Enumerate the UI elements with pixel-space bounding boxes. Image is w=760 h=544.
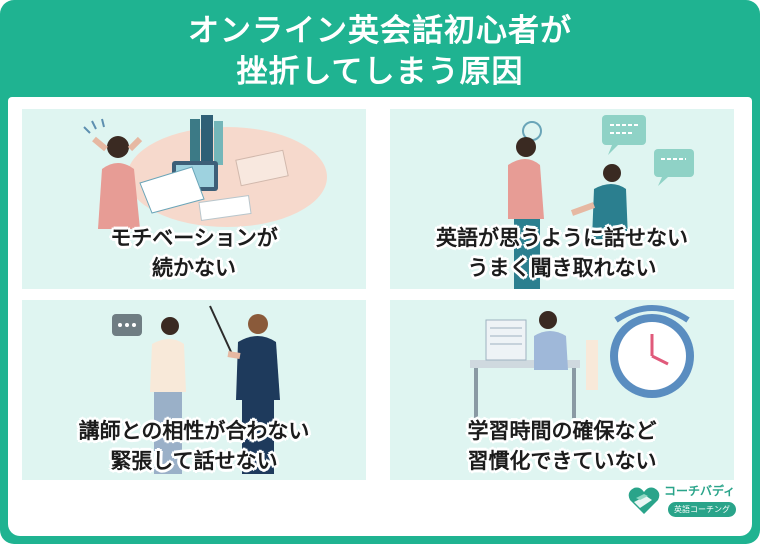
caption-line-1: 講師との相性が合わない (78, 419, 310, 443)
caption-line-1: モチベーションが (110, 226, 278, 250)
page-title: オンライン英会話初心者が 挫折してしまう原因 (0, 10, 760, 94)
title-line-2: 挫折してしまう原因 (236, 54, 524, 90)
card-caption: モチベーションが 続かない (22, 223, 366, 283)
teacher-student-illustration (112, 305, 280, 474)
heart-logo-icon (628, 487, 660, 514)
card-caption: 英語が思うように話せない うまく聞き取れない (390, 223, 734, 283)
conversation-illustration (508, 115, 694, 289)
caption-line-1: 英語が思うように話せない (436, 226, 688, 250)
logo-name: コーチバディ (664, 484, 736, 498)
logo-tagline: 英語コーチング (668, 502, 736, 517)
caption-line-2: 緊張して話せない (110, 449, 278, 473)
frustrated-student-illustration (83, 115, 327, 229)
reason-card-habit: 学習時間の確保など 習慣化できていない (390, 300, 734, 480)
card-caption: 講師との相性が合わない 緊張して話せない (22, 416, 366, 476)
reason-card-motivation: モチベーションが 続かない (22, 109, 366, 289)
reason-card-teacher: 講師との相性が合わない 緊張して話せない (22, 300, 366, 480)
title-line-1: オンライン英会話初心者が (188, 13, 572, 49)
caption-line-2: 続かない (152, 256, 236, 280)
content-panel: モチベーションが 続かない (8, 97, 752, 536)
brand-logo: コーチバディ 英語コーチング (626, 478, 738, 524)
caption-line-1: 学習時間の確保など (467, 419, 657, 443)
caption-line-2: うまく聞き取れない (467, 256, 657, 280)
card-caption: 学習時間の確保など 習慣化できていない (390, 416, 734, 476)
reason-card-speaking: 英語が思うように話せない うまく聞き取れない (390, 109, 734, 289)
tired-worker-clock-illustration (470, 305, 694, 418)
caption-line-2: 習慣化できていない (467, 449, 657, 473)
